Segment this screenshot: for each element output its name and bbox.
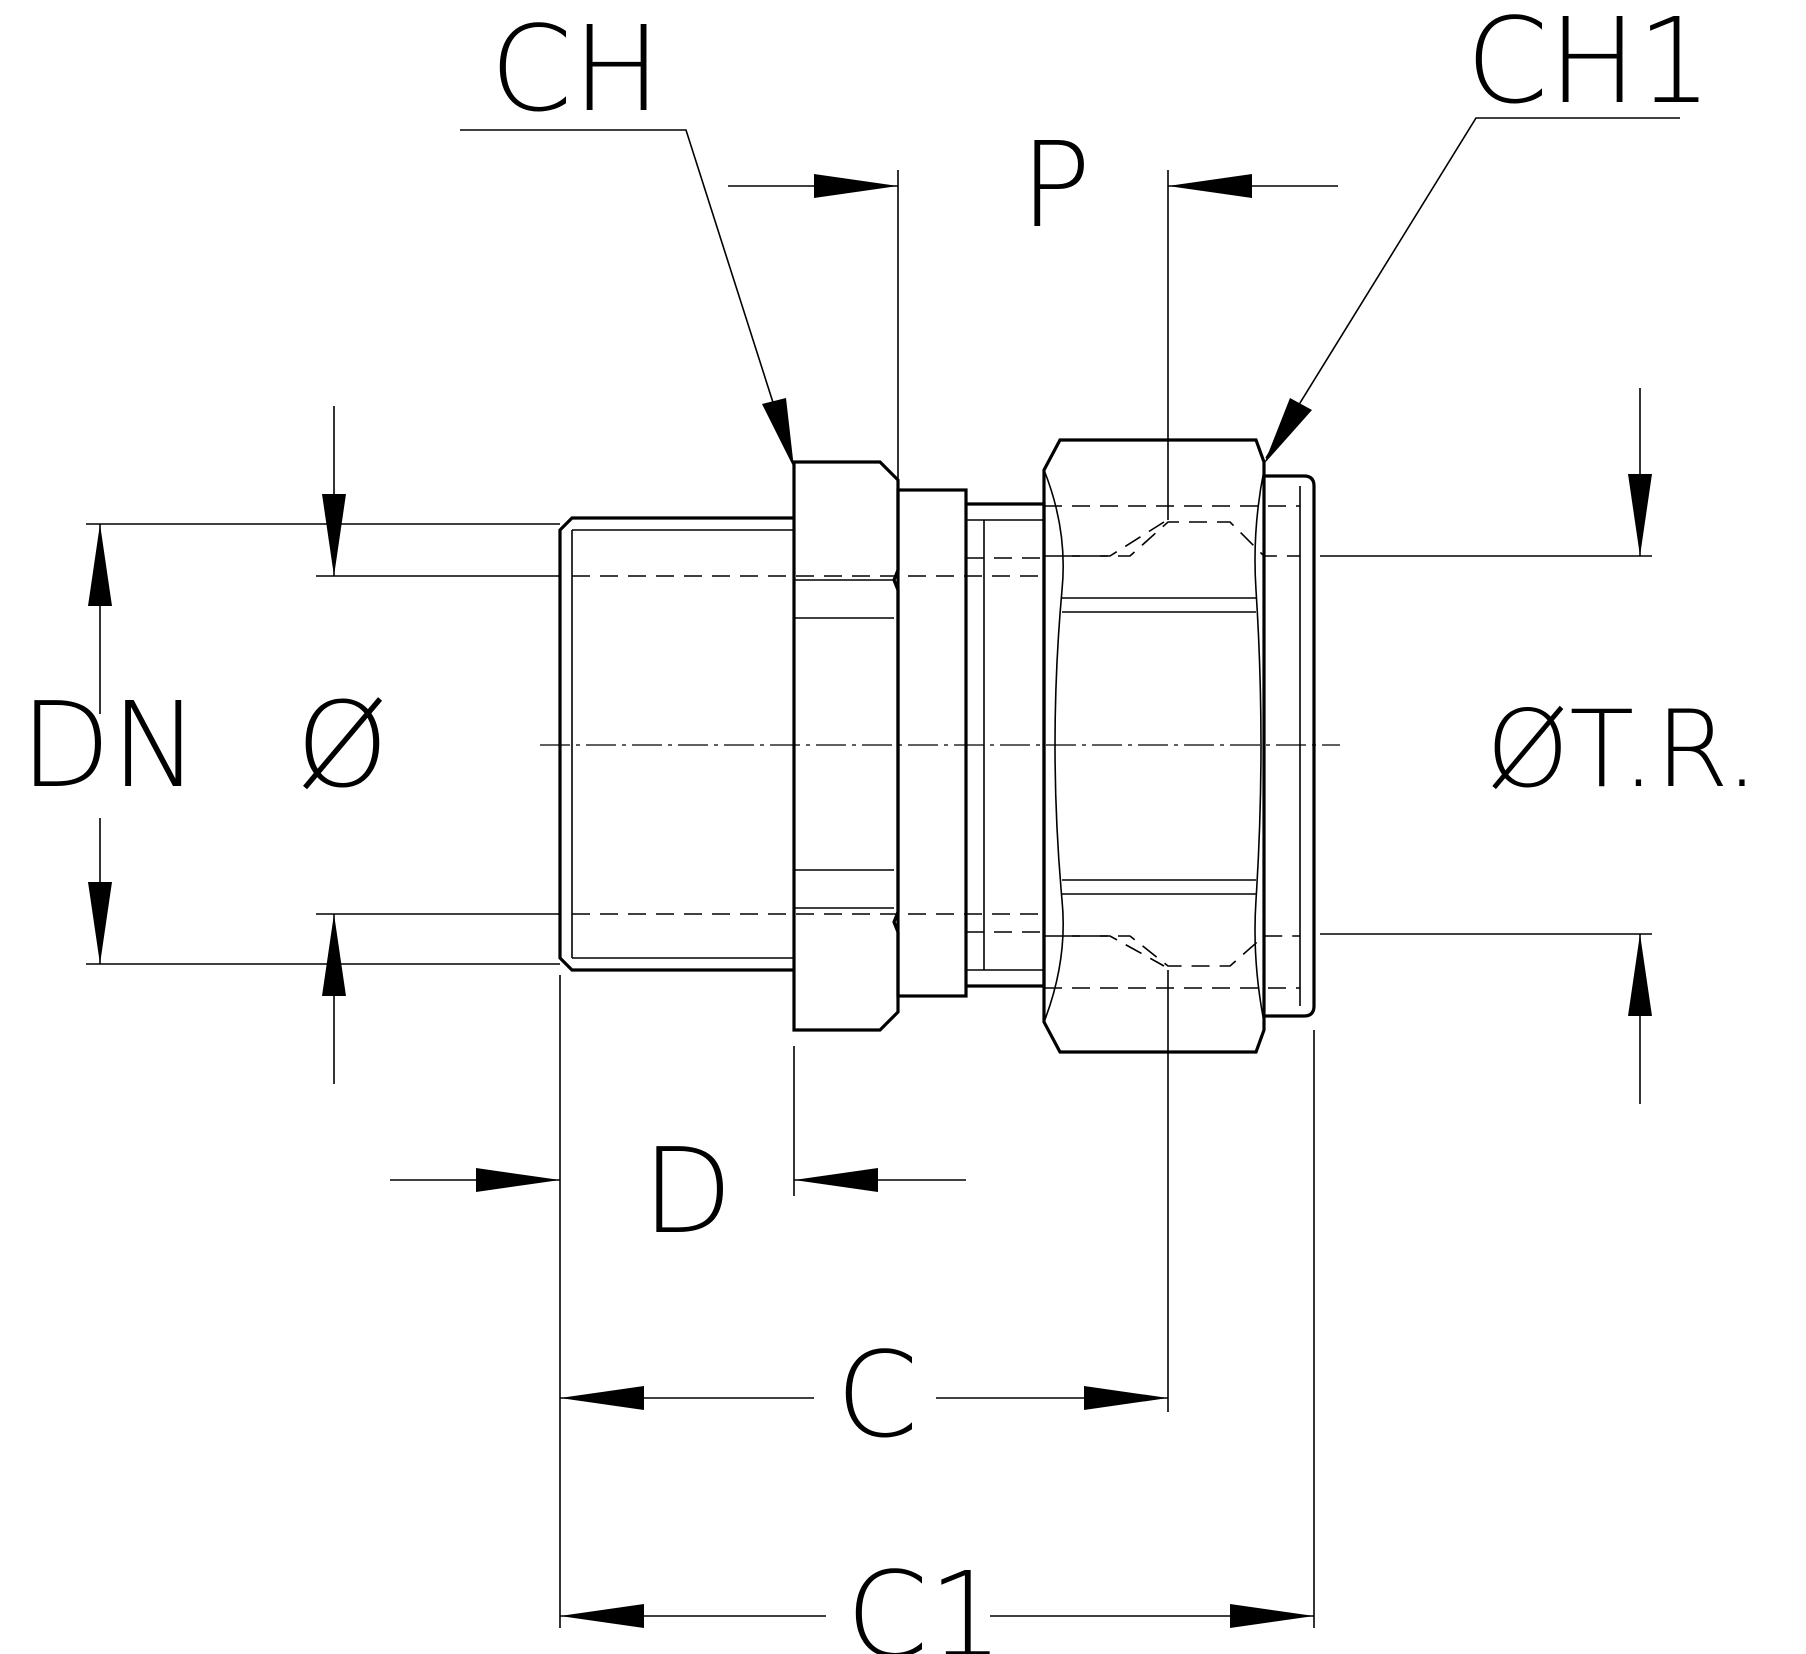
dimension-dn	[88, 524, 112, 964]
leader-ch1	[1264, 117, 1680, 464]
extension-lines	[86, 170, 1652, 1628]
male-thread-end	[558, 516, 794, 972]
label-dia: Ø	[296, 676, 389, 814]
hex-ch	[792, 460, 900, 1032]
label-dia-tr: ØT.R.	[1486, 688, 1759, 811]
leader-ch	[460, 129, 794, 468]
label-c: C	[836, 1326, 918, 1464]
dimension-c1	[560, 1604, 1314, 1628]
label-ch1: CH1	[1466, 0, 1712, 130]
label-c1: C1	[846, 1546, 1003, 1654]
dimension-dia	[322, 406, 346, 1084]
label-p: P	[1020, 116, 1091, 254]
label-d: D	[642, 1122, 733, 1260]
dimension-p	[728, 174, 1338, 198]
dimension-dia-tr	[1628, 388, 1652, 1104]
hex-nut-ch1	[1042, 438, 1266, 1054]
hidden-lines	[572, 505, 1300, 989]
label-ch: CH	[490, 0, 661, 138]
end-ring	[1264, 474, 1316, 1018]
dimension-c	[560, 1386, 1168, 1410]
label-dn: DN	[20, 676, 199, 814]
collar	[896, 488, 968, 998]
fitting-body	[558, 438, 1316, 1054]
dimension-d	[390, 1168, 966, 1192]
